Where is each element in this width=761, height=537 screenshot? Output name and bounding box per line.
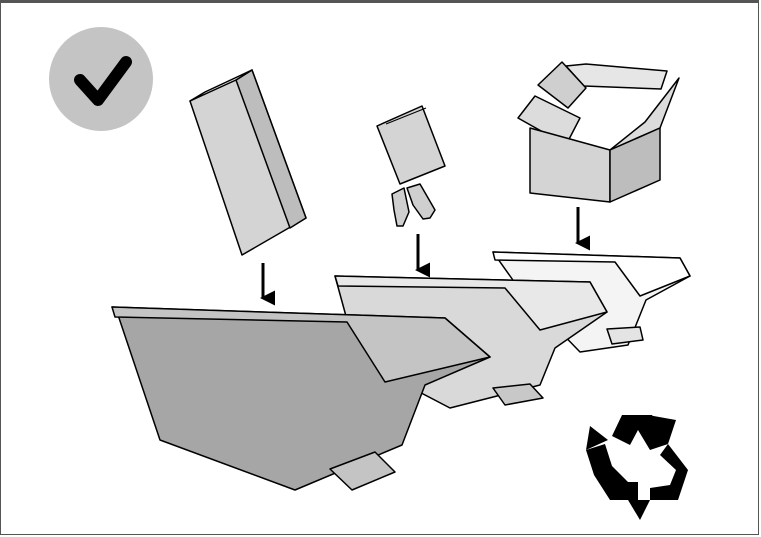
open-cardboard-box-item	[517, 61, 680, 203]
flattened-carton-item	[376, 105, 446, 185]
recycling-symbol-icon	[586, 415, 688, 520]
dark-container	[111, 306, 491, 491]
drop-arrows	[260, 207, 590, 306]
cartridges-item	[391, 183, 436, 227]
tall-box-item	[189, 69, 307, 256]
check-mark-icon	[49, 27, 153, 131]
